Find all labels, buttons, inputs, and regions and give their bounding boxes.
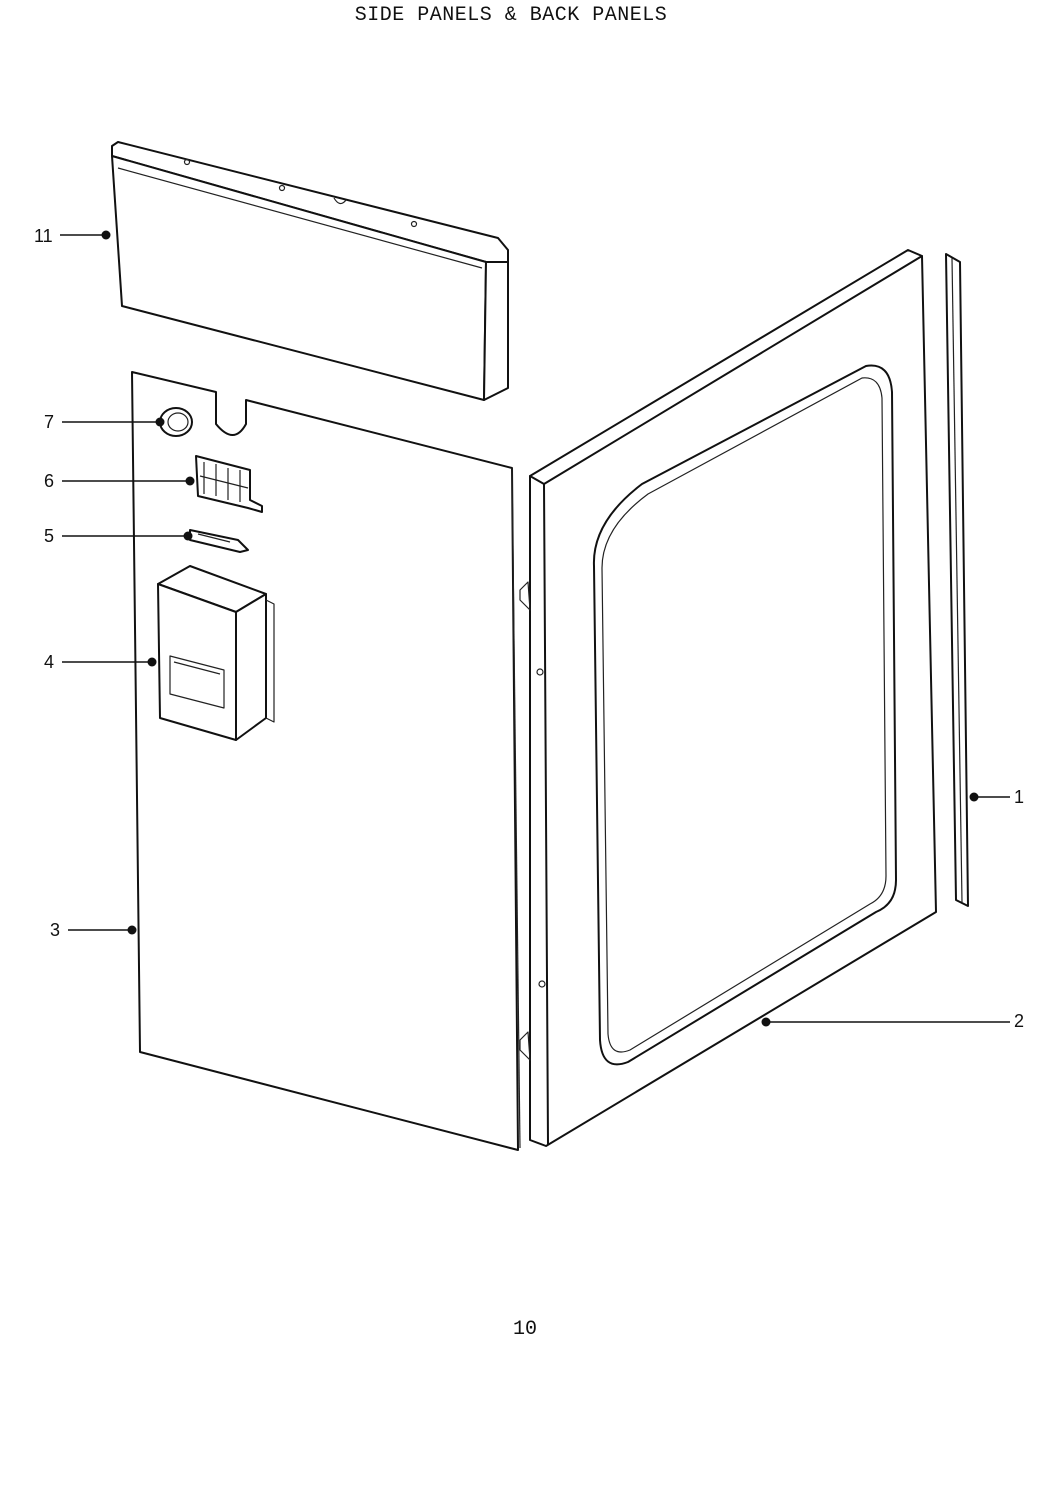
- callout-label-4: 4: [44, 652, 54, 672]
- callout-2: 2: [761, 1011, 1024, 1031]
- callout-4: 4: [44, 652, 157, 672]
- callout-11: 11: [34, 226, 111, 246]
- callout-7: 7: [44, 412, 165, 432]
- part-terminal-block: [195, 455, 263, 513]
- part-grommet: [159, 407, 193, 437]
- callout-3: 3: [50, 920, 137, 940]
- callout-1: 1: [969, 787, 1024, 807]
- part-left-side-panel: [131, 371, 521, 1151]
- part-electrical-box: [157, 565, 275, 741]
- callout-label-1: 1: [1014, 787, 1024, 807]
- part-top-panel: [111, 141, 509, 401]
- page-number: 10: [512, 1318, 537, 1341]
- part-trim-strip: [945, 253, 969, 907]
- callout-label-7: 7: [44, 412, 54, 432]
- callout-label-2: 2: [1014, 1011, 1024, 1031]
- callout-label-5: 5: [44, 526, 54, 546]
- callout-label-6: 6: [44, 471, 54, 491]
- callout-label-3: 3: [50, 920, 60, 940]
- page-title: SIDE PANELS & BACK PANELS: [354, 4, 668, 27]
- part-right-side-panel: [519, 249, 937, 1147]
- callout-5: 5: [44, 526, 193, 546]
- callout-label-11: 11: [34, 226, 53, 246]
- callout-6: 6: [44, 471, 195, 491]
